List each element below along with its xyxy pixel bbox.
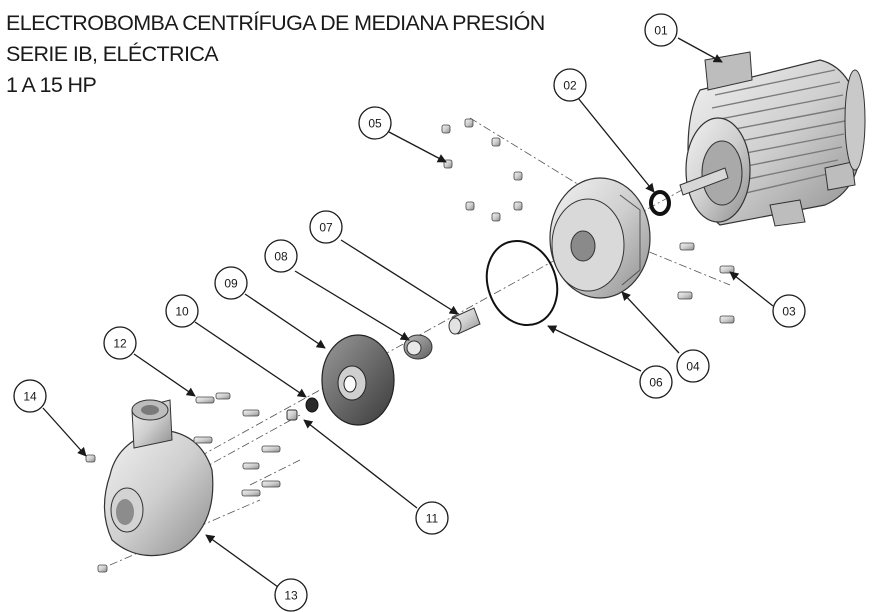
callout-11: 11 [415, 501, 449, 535]
callout-13: 13 [274, 578, 308, 612]
callout-02: 02 [553, 68, 587, 102]
callout-13-label: 13 [284, 589, 298, 603]
callout-05-label: 05 [368, 117, 382, 131]
callout-01-label: 01 [654, 24, 668, 38]
callout-03: 03 [772, 294, 806, 328]
callout-14-label: 14 [23, 390, 37, 404]
callout-10-label: 10 [175, 305, 189, 319]
callout-01: 01 [644, 13, 678, 47]
callout-02-label: 02 [563, 79, 577, 93]
callout-08: 08 [264, 239, 298, 273]
callout-09: 09 [214, 266, 248, 300]
fasteners [85, 118, 735, 573]
adapter-bolts-05 [441, 118, 523, 222]
callout-11-label: 11 [426, 512, 439, 526]
callout-07: 07 [309, 210, 343, 244]
leader-lines [42, 37, 774, 588]
o-ring-seal [649, 190, 671, 216]
callout-14: 14 [13, 379, 47, 413]
impeller-nut [286, 409, 298, 421]
callout-09-label: 09 [224, 277, 238, 291]
drain-plug-14 [85, 454, 96, 463]
shaft-sleeve [448, 307, 481, 335]
motor-bolts-03 [677, 242, 735, 324]
callout-08-label: 08 [274, 250, 288, 264]
diagram-title: ELECTROBOMBA CENTRÍFUGA DE MEDIANA PRESI… [6, 8, 545, 101]
impeller [321, 334, 395, 426]
callout-04: 04 [676, 349, 710, 383]
motor-adapter [549, 177, 651, 299]
casing-studs-12 [193, 392, 281, 497]
callout-10: 10 [165, 294, 199, 328]
callout-06: 06 [639, 365, 673, 399]
callout-04-label: 04 [686, 360, 700, 374]
motor [679, 51, 866, 227]
callout-03-label: 03 [782, 305, 796, 319]
callout-07-label: 07 [319, 221, 333, 235]
callout-05: 05 [358, 106, 392, 140]
drain-plug-lower [97, 564, 108, 573]
impeller-washer [305, 397, 319, 413]
casing-o-ring [485, 239, 559, 327]
mechanical-seal [403, 334, 433, 360]
title-line-product: ELECTROBOMBA CENTRÍFUGA DE MEDIANA PRESI… [6, 11, 545, 35]
callout-06-label: 06 [649, 376, 663, 390]
callout-12: 12 [103, 326, 137, 360]
title-line-series: SERIE IB, ELÉCTRICA [6, 42, 219, 66]
callout-12-label: 12 [113, 337, 127, 351]
pump-casing [103, 399, 214, 557]
title-line-power: 1 A 15 HP [6, 73, 97, 97]
